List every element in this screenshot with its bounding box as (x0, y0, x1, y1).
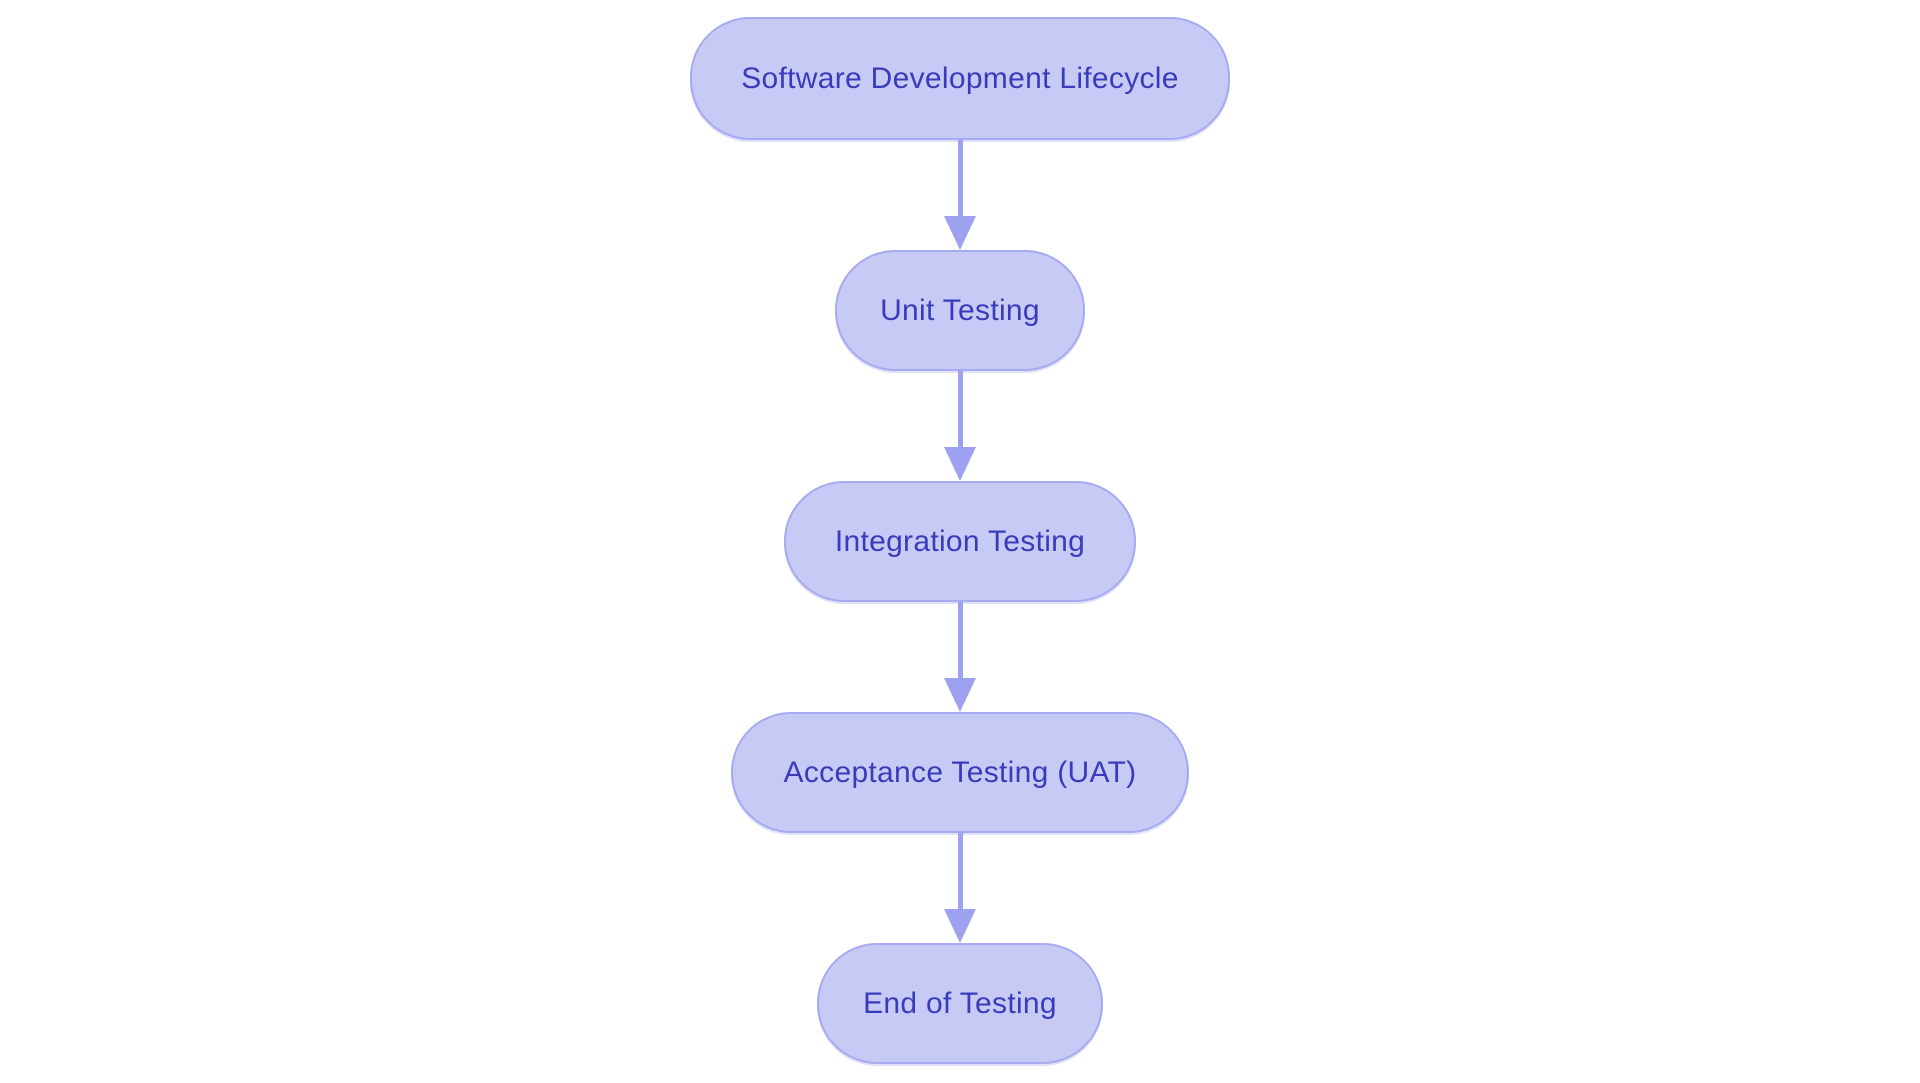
flow-arrow-uat-to-end (944, 833, 976, 943)
flow-node-software-development-lifecycle: Software Development Lifecycle (690, 17, 1230, 140)
arrow-head-icon (944, 909, 976, 943)
arrow-line (957, 602, 963, 678)
flow-node-unit-testing: Unit Testing (835, 250, 1085, 371)
arrow-head-icon (944, 447, 976, 481)
arrow-line (957, 833, 963, 909)
node-label: Software Development Lifecycle (741, 61, 1179, 95)
flow-arrow-sdlc-to-unit (944, 140, 976, 250)
flow-arrow-unit-to-integration (944, 371, 976, 481)
arrow-line (957, 140, 963, 216)
flow-arrow-integration-to-uat (944, 602, 976, 712)
node-label: Acceptance Testing (UAT) (783, 755, 1137, 789)
flow-node-end-of-testing: End of Testing (817, 943, 1103, 1064)
arrow-head-icon (944, 216, 976, 250)
arrow-line (957, 371, 963, 447)
node-label: End of Testing (863, 986, 1057, 1020)
flow-node-acceptance-testing-uat: Acceptance Testing (UAT) (731, 712, 1189, 833)
node-label: Unit Testing (880, 293, 1040, 327)
arrow-head-icon (944, 678, 976, 712)
node-label: Integration Testing (834, 524, 1086, 558)
flow-node-integration-testing: Integration Testing (784, 481, 1136, 602)
